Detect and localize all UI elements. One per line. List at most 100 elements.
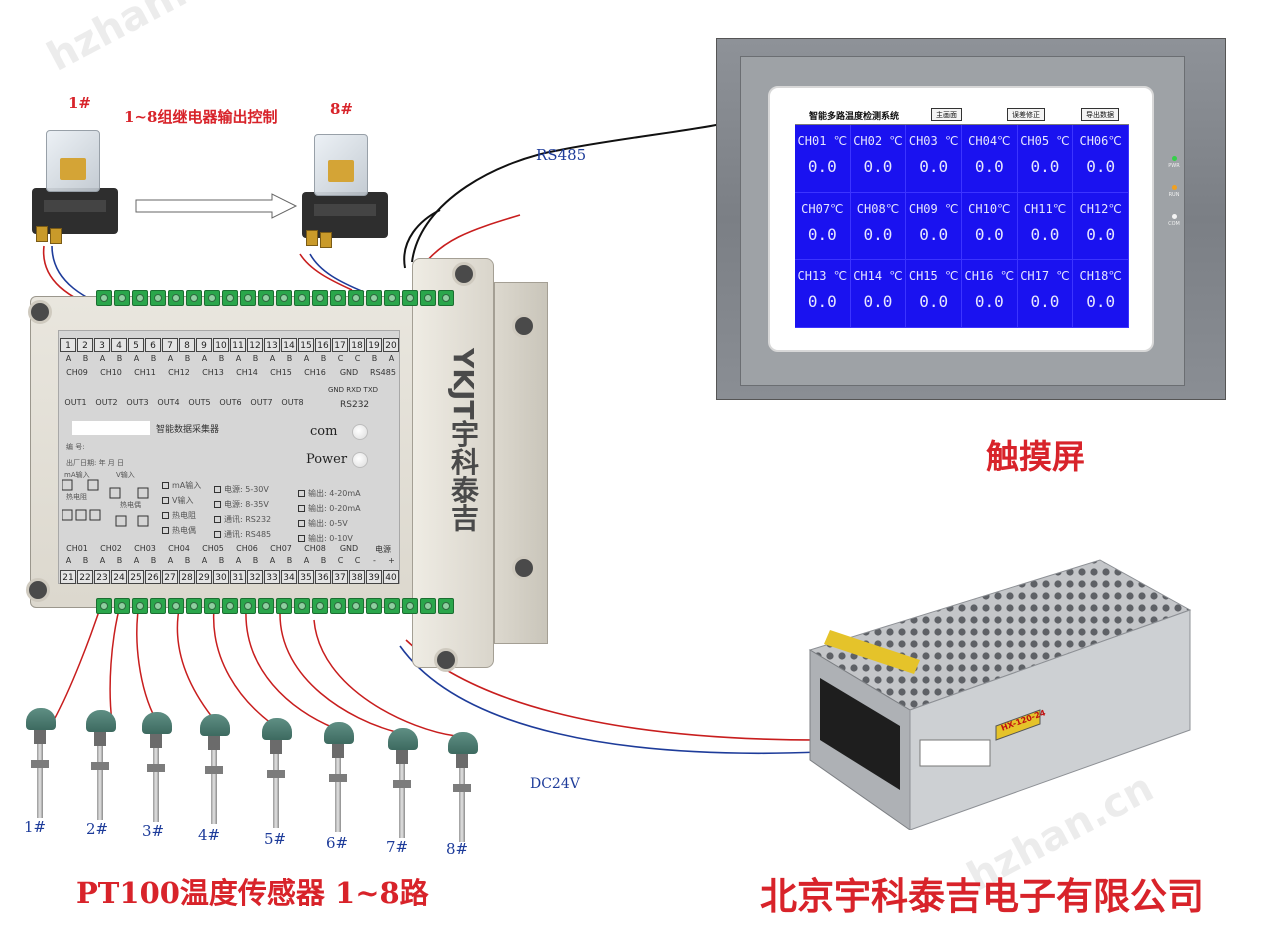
terminal-screw[interactable] <box>402 598 418 614</box>
terminal-screw[interactable] <box>96 598 112 614</box>
terminal-label: B <box>286 556 293 565</box>
terminal-screw[interactable] <box>438 598 454 614</box>
option-line: 输出: 0-5V <box>298 518 361 529</box>
option-line: 通讯: RS232 <box>214 514 271 525</box>
error-correction-button[interactable]: 误差修正 <box>1007 108 1045 121</box>
led-label: PWR <box>1168 163 1180 169</box>
sensor-head <box>262 718 292 740</box>
terminal-screw[interactable] <box>312 598 328 614</box>
terminal-screw[interactable] <box>132 598 148 614</box>
terminal-screw[interactable] <box>330 598 346 614</box>
terminal-label: CH04 <box>168 544 190 553</box>
terminal-number: 15 <box>298 338 314 352</box>
led-label: RUN <box>1168 192 1180 198</box>
terminal-screw[interactable] <box>420 290 436 306</box>
terminal-screw[interactable] <box>420 598 436 614</box>
terminal-label: OUT5 <box>188 398 211 407</box>
terminal-label: C <box>337 354 344 363</box>
channel-value: 0.0 <box>974 224 1004 244</box>
terminal-block-bottom[interactable] <box>96 598 456 614</box>
terminal-label: C <box>354 354 361 363</box>
terminal-number: 30 <box>213 570 229 584</box>
terminal-label: OUT1 <box>64 398 87 407</box>
mount-hole <box>434 648 458 672</box>
terminal-screw[interactable] <box>222 290 238 306</box>
terminal-number: 2 <box>77 338 93 352</box>
terminal-number: 7 <box>162 338 178 352</box>
terminal-screw[interactable] <box>366 290 382 306</box>
terminal-screw[interactable] <box>96 290 112 306</box>
terminal-label: CH01 <box>66 544 88 553</box>
sensor-rod <box>399 764 405 838</box>
mount-hole <box>452 262 476 286</box>
terminal-screw[interactable] <box>366 598 382 614</box>
terminal-number: 29 <box>196 570 212 584</box>
terminal-label: B <box>116 354 123 363</box>
terminal-screw[interactable] <box>312 290 328 306</box>
mount-hole <box>26 578 50 602</box>
terminal-block-top[interactable] <box>96 290 456 306</box>
terminal-screw[interactable] <box>258 290 274 306</box>
terminal-screw[interactable] <box>168 290 184 306</box>
terminal-screw[interactable] <box>204 598 220 614</box>
channel-name: CH12℃ <box>1079 201 1122 216</box>
terminal-screw[interactable] <box>204 290 220 306</box>
terminal-label: A <box>99 354 106 363</box>
terminal-screw[interactable] <box>276 598 292 614</box>
pt100-sensor <box>138 712 178 822</box>
terminal-label: B <box>252 354 259 363</box>
export-data-button[interactable]: 导出数据 <box>1081 108 1119 121</box>
terminal-screw[interactable] <box>114 598 130 614</box>
channel-name: CH05 ℃ <box>1020 134 1070 148</box>
terminal-label: B <box>184 354 191 363</box>
terminal-screw[interactable] <box>294 290 310 306</box>
terminal-screw[interactable] <box>168 598 184 614</box>
terminal-screw[interactable] <box>438 290 454 306</box>
sensor-head <box>200 714 230 736</box>
sensor-number: 3# <box>142 822 165 840</box>
terminal-screw[interactable] <box>294 598 310 614</box>
channel-value: 0.0 <box>1030 292 1060 312</box>
main-screen-button[interactable]: 主画面 <box>931 108 962 121</box>
terminal-screw[interactable] <box>150 598 166 614</box>
terminal-label: OUT3 <box>126 398 149 407</box>
terminal-screw[interactable] <box>186 290 202 306</box>
option-text: 输出: 0-5V <box>308 519 348 528</box>
channel-name: CH04℃ <box>968 134 1011 148</box>
terminal-screw[interactable] <box>348 290 364 306</box>
sensor-rod <box>97 746 103 820</box>
rs232-pins: GND RXD TXD <box>328 386 379 394</box>
relay-1-label: 1# <box>68 94 92 112</box>
terminal-screw[interactable] <box>258 598 274 614</box>
terminal-screw[interactable] <box>348 598 364 614</box>
power-supply <box>808 559 1192 830</box>
option-text: mA输入 <box>172 481 202 490</box>
terminal-screw[interactable] <box>240 598 256 614</box>
channel-name: CH11℃ <box>1023 201 1067 216</box>
terminal-screw[interactable] <box>186 598 202 614</box>
terminal-screw[interactable] <box>132 290 148 306</box>
terminal-label: A <box>167 354 174 363</box>
terminal-screw[interactable] <box>384 598 400 614</box>
pt100-sensor <box>444 732 484 842</box>
terminal-screw[interactable] <box>330 290 346 306</box>
terminal-screw[interactable] <box>402 290 418 306</box>
mount-hole <box>512 314 536 338</box>
channel-value: 0.0 <box>1086 157 1116 176</box>
channel-name: CH02 ℃ <box>853 134 903 148</box>
terminal-label: A <box>235 354 242 363</box>
terminal-label: + <box>388 556 395 565</box>
terminal-screw[interactable] <box>276 290 292 306</box>
terminal-screw[interactable] <box>384 290 400 306</box>
terminal-number: 38 <box>349 570 365 584</box>
pt100-sensor <box>22 708 62 818</box>
terminal-screw[interactable] <box>114 290 130 306</box>
terminal-screw[interactable] <box>150 290 166 306</box>
terminal-screw[interactable] <box>240 290 256 306</box>
option-line: 输出: 0-10V <box>298 533 361 544</box>
terminal-screw[interactable] <box>222 598 238 614</box>
